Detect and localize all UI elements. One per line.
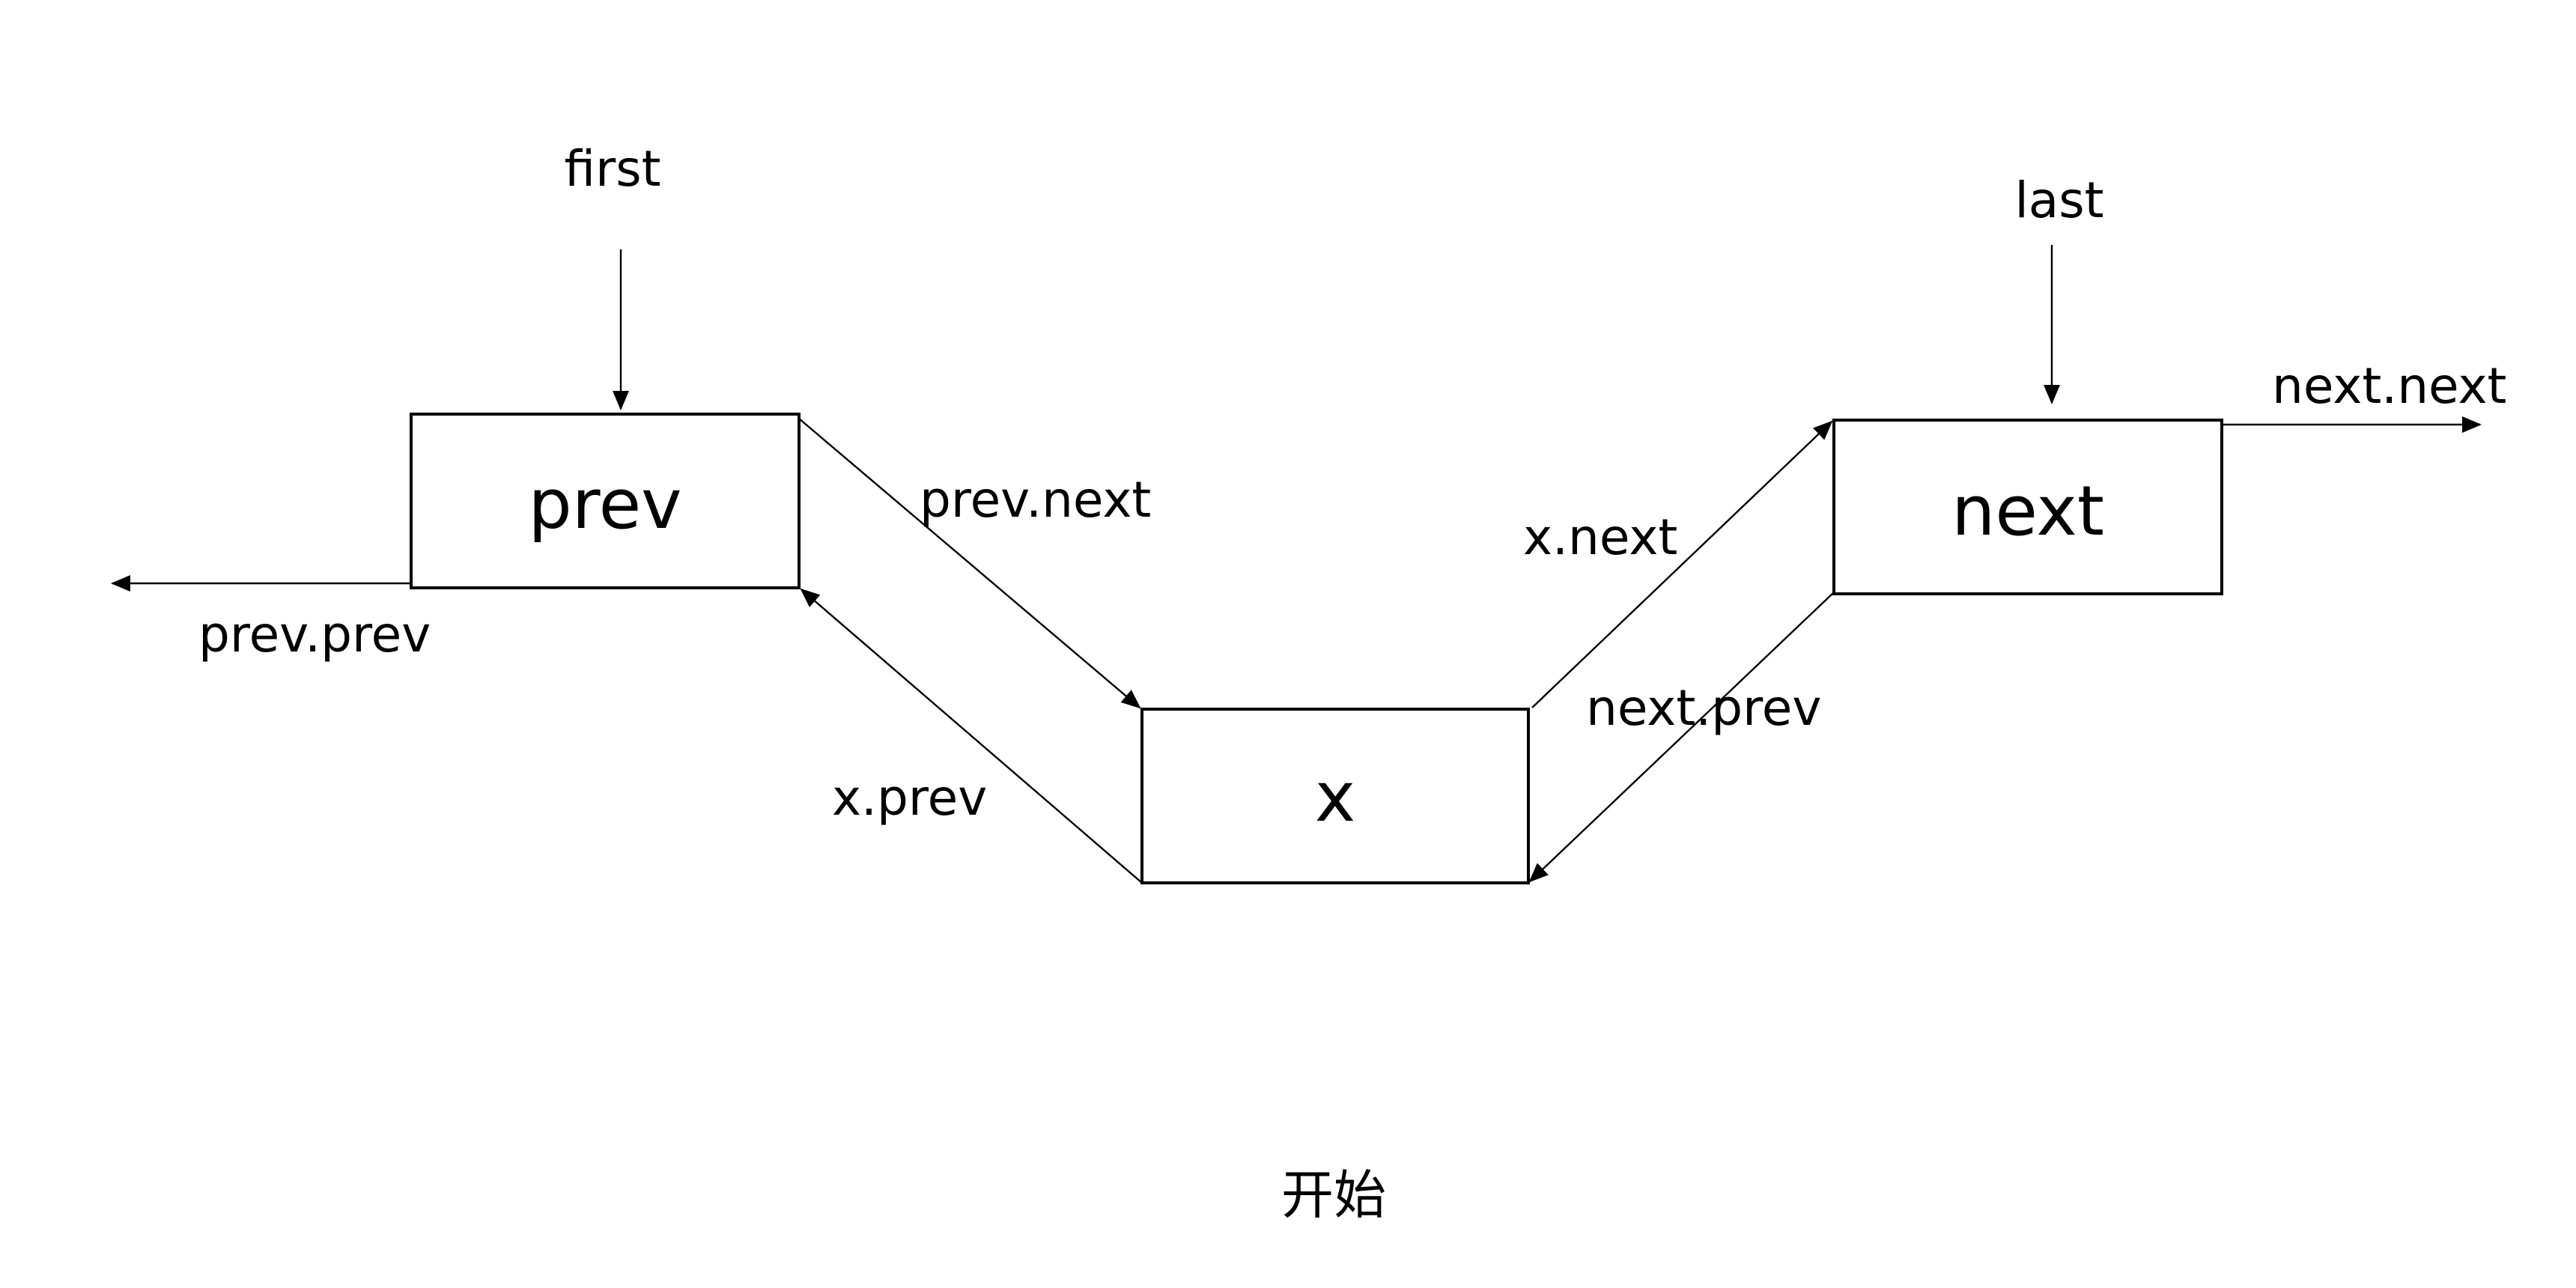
- x-prev-label: x.prev: [832, 769, 987, 827]
- x-next-label: x.next: [1523, 508, 1677, 566]
- node-prev: prev: [410, 413, 801, 589]
- node-x-label: x: [1315, 757, 1355, 837]
- node-next: next: [1832, 419, 2223, 595]
- node-prev-label: prev: [528, 464, 681, 544]
- first-pointer-label: first: [565, 140, 661, 198]
- next-prev-label: next.prev: [1586, 679, 1821, 737]
- prev-next-arrow: [798, 418, 1141, 709]
- node-next-box: [1832, 419, 2223, 595]
- x-next-arrow: [1531, 420, 1833, 708]
- prev-next-label: prev.next: [920, 471, 1151, 529]
- prev-prev-label: prev.prev: [198, 606, 431, 663]
- node-next-label: next: [1951, 471, 2104, 551]
- node-prev-box: [410, 413, 801, 589]
- last-pointer-label: last: [2014, 171, 2103, 229]
- diagram-caption: 开始: [1281, 1164, 1386, 1226]
- next-next-label: next.next: [2272, 357, 2506, 415]
- next-prev-arrow: [1528, 592, 1835, 883]
- node-x-box: [1140, 708, 1530, 884]
- node-x: x: [1140, 708, 1530, 884]
- x-prev-arrow: [800, 588, 1143, 884]
